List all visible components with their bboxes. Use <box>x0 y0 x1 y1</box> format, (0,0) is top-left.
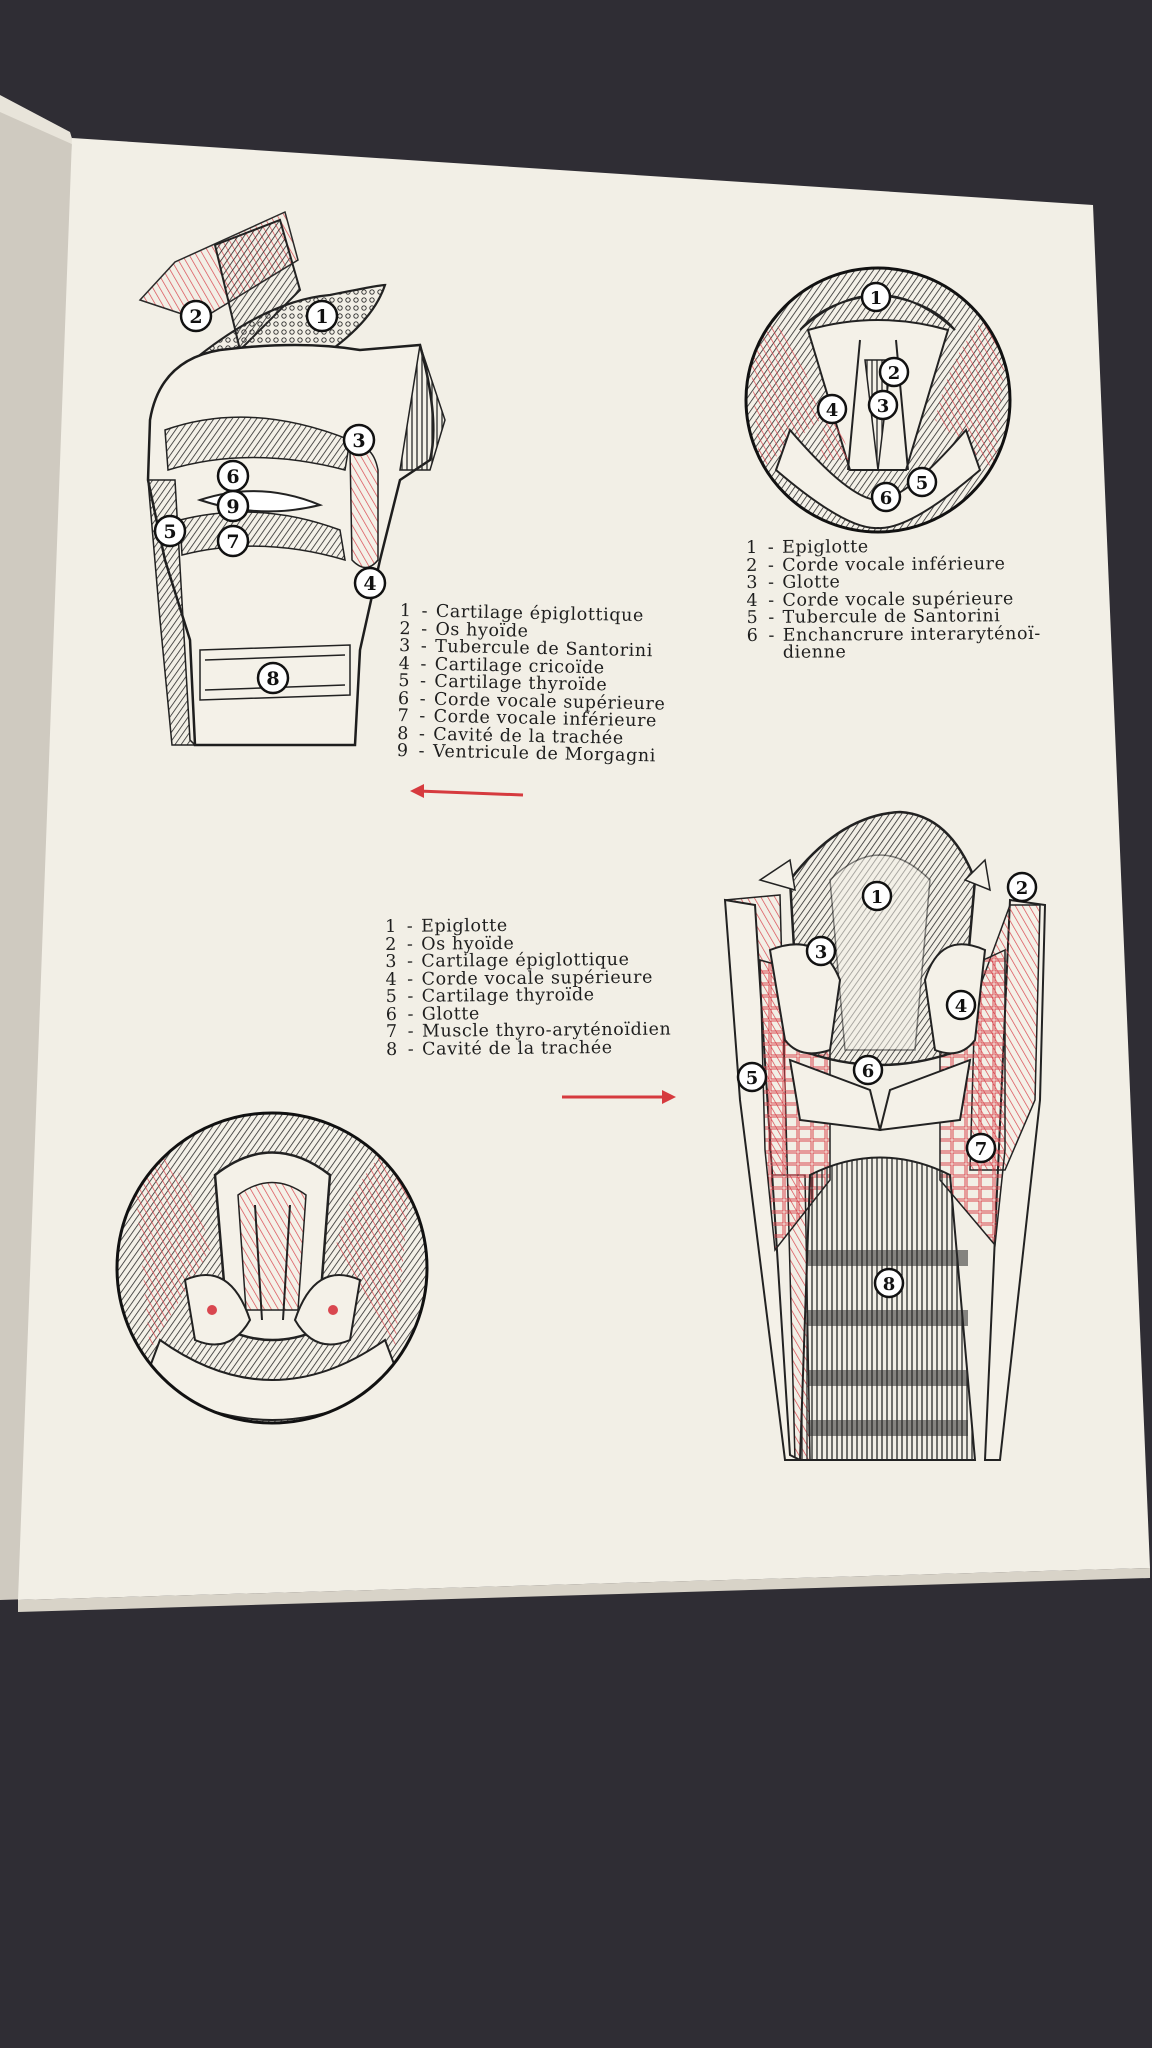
svg-text:2: 2 <box>1016 878 1029 899</box>
arrow-right <box>562 1090 676 1104</box>
top-callout-1: 1 <box>860 281 892 313</box>
svg-text:7: 7 <box>975 1139 988 1160</box>
svg-text:6: 6 <box>862 1061 875 1082</box>
legend-side-view: 1-Cartilage épiglottique 2-Os hyoïde 3-T… <box>397 601 668 766</box>
larynx-section-view: 1 2 3 4 5 6 7 8 <box>723 810 1047 1461</box>
svg-text:8: 8 <box>266 668 279 690</box>
svg-text:5: 5 <box>916 473 929 494</box>
side-callout-6: 6 <box>216 459 250 493</box>
legend-section-view: 1-Epiglotte 2-Os hyoïde 3-Cartilage épig… <box>385 916 672 1060</box>
side-callout-2: 2 <box>179 299 213 333</box>
side-callout-1: 1 <box>305 299 339 333</box>
svg-text:3: 3 <box>815 942 828 963</box>
side-callout-8: 8 <box>256 661 290 695</box>
side-callout-7: 7 <box>216 524 250 558</box>
legend-item: 8-Cavité de la trachée <box>386 1037 613 1060</box>
section-callout-7: 7 <box>965 1132 997 1164</box>
svg-text:8: 8 <box>883 1274 896 1295</box>
legend-item-continuation: dienne <box>782 642 847 663</box>
section-callout-8: 8 <box>873 1267 905 1299</box>
larynx-side-view: 1 2 3 4 5 6 7 8 9 <box>138 210 446 747</box>
svg-text:1: 1 <box>870 288 883 309</box>
larynx-laryngoscopic-view <box>115 1111 429 1425</box>
section-callout-6: 6 <box>852 1054 884 1086</box>
top-callout-3: 3 <box>867 389 899 421</box>
svg-text:3: 3 <box>877 396 890 417</box>
top-callout-5: 5 <box>906 466 938 498</box>
side-callout-3: 3 <box>342 423 376 457</box>
section-callout-4: 4 <box>945 989 977 1021</box>
svg-text:1: 1 <box>315 306 328 328</box>
svg-text:1: 1 <box>871 887 884 908</box>
svg-text:2: 2 <box>189 306 202 328</box>
svg-text:2: 2 <box>888 363 901 384</box>
section-callout-1: 1 <box>861 880 893 912</box>
side-callout-4: 4 <box>353 566 387 600</box>
svg-text:3: 3 <box>352 430 365 452</box>
top-callout-4: 4 <box>816 393 848 425</box>
section-callout-5: 5 <box>736 1061 768 1093</box>
svg-text:4: 4 <box>955 996 968 1017</box>
svg-text:5: 5 <box>746 1068 759 1089</box>
top-callout-2: 2 <box>878 356 910 388</box>
section-callout-3: 3 <box>805 935 837 967</box>
legend-top-view: 1-Epiglotte 2-Corde vocale inférieure 3-… <box>746 537 1041 663</box>
arrow-left <box>410 784 524 798</box>
svg-text:6: 6 <box>226 466 239 488</box>
svg-text:4: 4 <box>826 400 839 421</box>
section-callout-2: 2 <box>1006 871 1038 903</box>
side-callout-9: 9 <box>216 489 250 523</box>
larynx-top-view: 1 2 3 4 5 6 <box>744 266 1012 534</box>
side-callout-5: 5 <box>153 514 187 548</box>
svg-text:4: 4 <box>363 573 376 595</box>
svg-text:9: 9 <box>226 496 239 518</box>
svg-text:5: 5 <box>163 521 176 543</box>
top-callout-6: 6 <box>870 481 902 513</box>
svg-text:7: 7 <box>226 531 239 553</box>
svg-text:6: 6 <box>880 488 893 509</box>
